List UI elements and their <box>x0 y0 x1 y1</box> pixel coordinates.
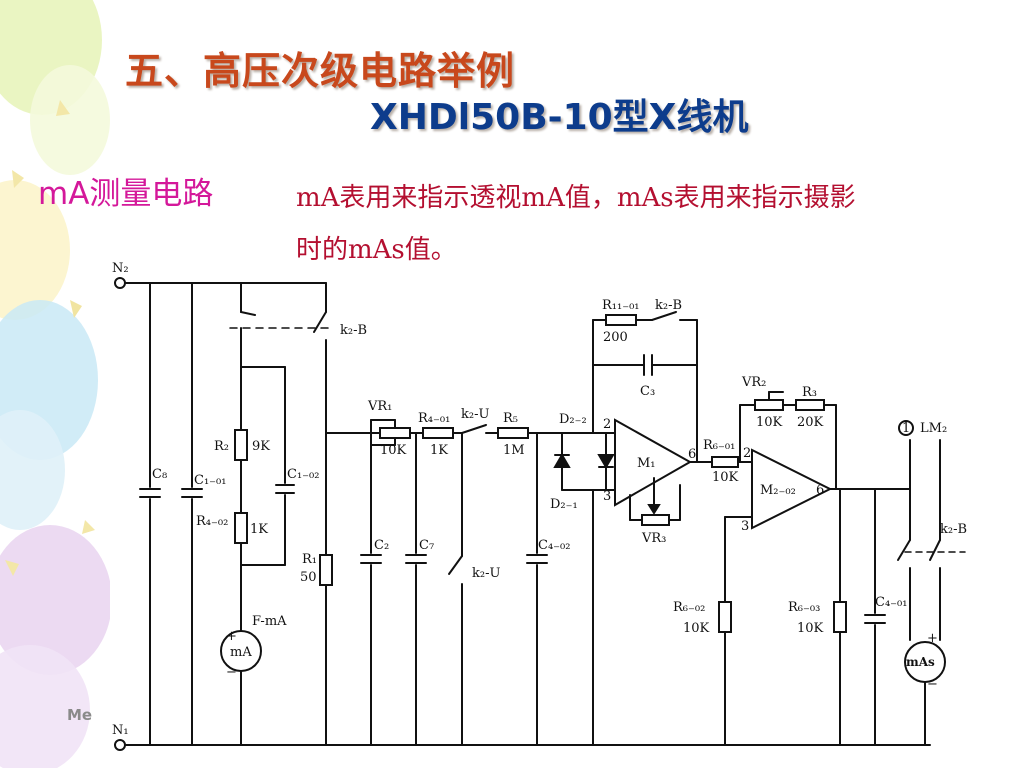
m1-pin6: 6 <box>688 447 696 462</box>
k2b-feedback-label: k₂-B <box>655 298 682 313</box>
r3-label: R₃ <box>802 385 817 400</box>
c8-label: C₈ <box>152 467 167 482</box>
r5-value: 1M <box>503 443 525 458</box>
r11-01-label: R₁₁₋₀₁ <box>602 298 640 313</box>
r4-01-value: 1K <box>430 443 448 458</box>
r2-label: R₂ <box>214 439 229 454</box>
balloon-decoration <box>0 0 110 768</box>
m2-pin6: 6 <box>816 483 824 498</box>
r11-01-value: 200 <box>603 330 628 345</box>
section-heading-text: mA测量电路 <box>38 176 214 212</box>
meter-mas-minus: − <box>927 677 938 692</box>
c2-label: C₂ <box>374 538 389 553</box>
node-n2-label: N₂ <box>112 261 129 276</box>
r6-01-value: 10K <box>712 470 739 485</box>
r4-01-label: R₄₋₀₁ <box>418 411 450 426</box>
vr1-label: VR₁ <box>367 399 392 414</box>
m2-pin3: 3 <box>741 519 749 534</box>
meter-ma-symbol: mA <box>230 645 252 660</box>
m1-pin2: 2 <box>603 417 611 432</box>
d2-2-label: D₂₋₂ <box>559 412 587 427</box>
m2-label: M₂₋₀₂ <box>760 483 796 498</box>
vr3-label: VR₃ <box>641 531 666 546</box>
lm2-label: LM₂ <box>920 421 947 436</box>
footer-fragment: Me <box>67 706 93 724</box>
slide-subtitle-model: XHDl50B-10型X线机 <box>370 97 749 138</box>
d2-1-label: D₂₋₁ <box>550 497 578 512</box>
meter-mas-symbol: mAs <box>906 655 935 669</box>
r2-value: 9K <box>252 439 270 454</box>
meter-ma-plus: + <box>226 629 237 644</box>
r3-value: 20K <box>797 415 824 430</box>
section-heading: mA测量电路 <box>38 168 213 213</box>
r4-02-label: R₄₋₀₂ <box>196 514 228 529</box>
vr2-value: 10K <box>756 415 783 430</box>
vr1-value: 10K <box>380 443 407 458</box>
k2u-top-label: k₂-U <box>461 407 489 422</box>
meter-mas-plus: + <box>927 631 938 646</box>
c1-01-label: C₁₋₀₁ <box>194 473 226 488</box>
slide-title: 五、高压次级电路举例 <box>125 49 516 93</box>
c4-01-label: C₄₋₀₁ <box>875 595 907 610</box>
m1-pin3: 3 <box>603 489 611 504</box>
description-line-1: mA表用来指示透视mA值，mAs表用来指示摄影 <box>296 183 856 213</box>
c1-02-label: C₁₋₀₂ <box>287 467 319 482</box>
lm2-number: 1 <box>902 421 910 436</box>
meter-ma-minus: − <box>226 665 237 680</box>
r6-01-label: R₆₋₀₁ <box>703 438 735 453</box>
r6-03-value: 10K <box>797 621 824 636</box>
c4-02-label: C₄₋₀₂ <box>538 538 570 553</box>
r6-03-label: R₆₋₀₃ <box>788 600 820 615</box>
r4-02-value: 1K <box>250 522 268 537</box>
r6-02-value: 10K <box>683 621 710 636</box>
r6-02-label: R₆₋₀₂ <box>673 600 705 615</box>
r1-label: R₁ <box>302 552 317 567</box>
c3-label: C₃ <box>640 384 655 399</box>
m1-label: M₁ <box>637 456 656 471</box>
k2u-bottom-label: k₂-U <box>472 566 500 581</box>
description-text: mA表用来指示透视mA值，mAs表用来指示摄影 时的mAs值。 <box>296 172 986 276</box>
meter-ma-caption: F-mA <box>252 614 287 629</box>
r1-value: 50 <box>300 570 317 585</box>
k2b-right-label: k₂-B <box>940 522 967 537</box>
c7-label: C₇ <box>419 538 434 553</box>
m2-pin2: 2 <box>743 446 751 461</box>
description-line-2: 时的mAs值。 <box>296 235 457 265</box>
vr2-label: VR₂ <box>741 375 766 390</box>
node-n1-label: N₁ <box>112 723 129 738</box>
r5-label: R₅ <box>503 411 518 426</box>
k2b-top-label: k₂-B <box>340 323 367 338</box>
